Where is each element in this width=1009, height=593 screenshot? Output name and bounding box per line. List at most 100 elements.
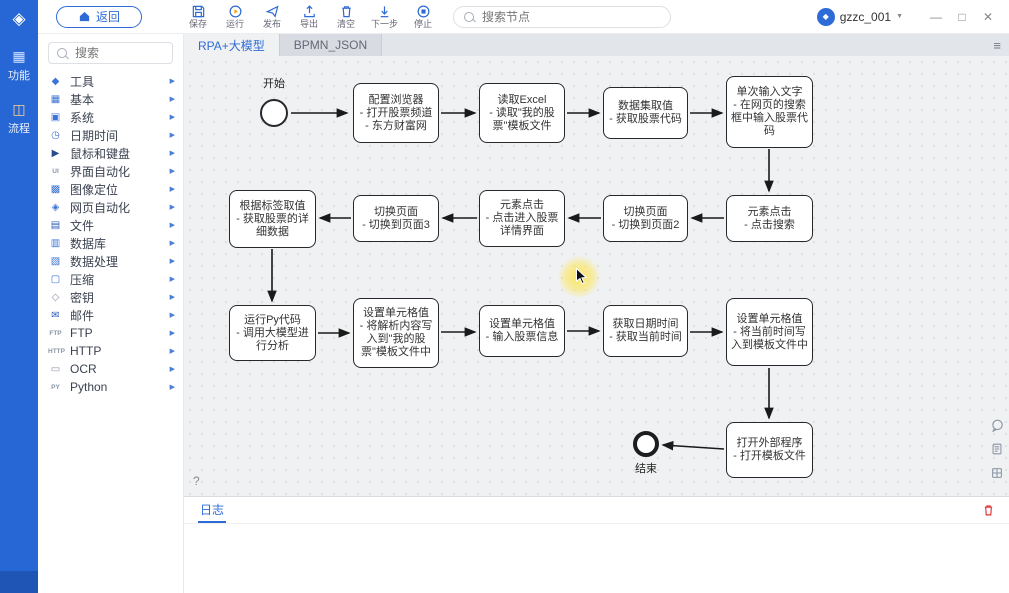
app-logo-icon: ◈ [6, 6, 32, 32]
flow-node-get-datetime[interactable]: 获取日期时间- 获取当前时间 [603, 305, 688, 357]
sidebar-item-ocr[interactable]: ▭OCR▶ [38, 360, 183, 378]
end-node[interactable] [633, 431, 659, 457]
sidebar-item-file[interactable]: ▤文件▶ [38, 216, 183, 234]
home-icon [78, 10, 91, 23]
flow-node-click-detail[interactable]: 元素点击- 点击进入股票详情界面 [479, 190, 565, 247]
image-locate-icon: ▩ [48, 184, 63, 195]
flow-node-get-by-tag[interactable]: 根据标签取值- 获取股票的详细数据 [229, 190, 316, 248]
sidebar-item-compress[interactable]: ▢压缩▶ [38, 270, 183, 288]
flow-node-input-text[interactable]: 单次输入文字- 在网页的搜索框中输入股票代码 [726, 76, 813, 148]
python-icon: PY [48, 384, 63, 391]
chevron-right-icon: ▶ [170, 365, 175, 373]
clear-label: 清空 [337, 20, 355, 29]
sidebar-item-ftp[interactable]: FTPFTP▶ [38, 324, 183, 342]
sidebar-item-http[interactable]: HTTPHTTP▶ [38, 342, 183, 360]
palette-search-input[interactable] [73, 45, 164, 61]
rail-item-features[interactable]: ▦ 功能 [8, 48, 30, 83]
next-step-button[interactable]: 下一步 [371, 4, 398, 29]
chevron-right-icon: ▶ [170, 329, 175, 337]
minimize-button[interactable]: — [923, 10, 949, 24]
sidebar-item-tools[interactable]: ◆工具▶ [38, 72, 183, 90]
outline-icon[interactable]: ≡ [993, 34, 1009, 56]
chevron-right-icon: ▶ [170, 293, 175, 301]
run-button[interactable]: 运行 [223, 4, 247, 29]
ftp-icon: FTP [48, 330, 63, 337]
web-automation-icon: ◈ [48, 202, 63, 213]
trash-icon[interactable] [982, 503, 995, 517]
flow-node-read-excel[interactable]: 读取Excel- 读取"我的股票"模板文件 [479, 83, 565, 143]
category-list: ◆工具▶ ▦基本▶ ▣系统▶ ◷日期时间▶ ▶鼠标和键盘▶ UI界面自动化▶ ▩… [38, 70, 183, 593]
sidebar-item-system[interactable]: ▣系统▶ [38, 108, 183, 126]
chevron-right-icon: ▶ [170, 203, 175, 211]
publish-icon [265, 4, 280, 19]
chat-bubble-icon[interactable] [988, 416, 1006, 434]
sidebar-item-python[interactable]: PYPython▶ [38, 378, 183, 396]
chevron-right-icon: ▶ [170, 257, 175, 265]
sidebar-item-basic[interactable]: ▦基本▶ [38, 90, 183, 108]
sidebar-item-mouse-keyboard[interactable]: ▶鼠标和键盘▶ [38, 144, 183, 162]
notes-panel-icon[interactable] [988, 440, 1006, 458]
flow-node-dataset-value[interactable]: 数据集取值- 获取股票代码 [603, 87, 688, 139]
sidebar-item-database[interactable]: ▥数据库▶ [38, 234, 183, 252]
stop-button[interactable]: 停止 [411, 4, 435, 29]
sidebar-item-mail[interactable]: ✉邮件▶ [38, 306, 183, 324]
click-halo [558, 256, 600, 298]
rail-item-flow[interactable]: ◫ 流程 [8, 101, 30, 136]
sidebar-item-ui-automation[interactable]: UI界面自动化▶ [38, 162, 183, 180]
help-button[interactable]: ? [193, 474, 200, 488]
palette-search [48, 42, 173, 64]
node-palette-sidebar: ◆工具▶ ▦基本▶ ▣系统▶ ◷日期时间▶ ▶鼠标和键盘▶ UI界面自动化▶ ▩… [38, 34, 184, 593]
user-menu[interactable]: ◆ gzzc_001 ▼ [817, 8, 903, 26]
flow-node-click-search[interactable]: 元素点击- 点击搜索 [726, 195, 813, 242]
tab-rpa-model[interactable]: RPA+大模型 [184, 34, 280, 56]
features-icon: ▦ [12, 48, 25, 65]
save-button[interactable]: 保存 [186, 4, 210, 29]
nav-rail: ◈ ▦ 功能 ◫ 流程 [0, 0, 38, 593]
chevron-down-icon: ▼ [896, 13, 903, 20]
end-label: 结束 [626, 460, 666, 476]
start-node[interactable] [260, 99, 288, 127]
close-button[interactable]: ✕ [975, 10, 1001, 24]
search-icon [57, 48, 67, 58]
flow-icon: ◫ [12, 101, 25, 118]
stop-label: 停止 [414, 20, 432, 29]
publish-button[interactable]: 发布 [260, 4, 284, 29]
clear-button[interactable]: 清空 [334, 4, 358, 29]
flow-node-switch-page-2[interactable]: 切换页面- 切换到页面2 [603, 195, 688, 242]
chevron-right-icon: ▶ [170, 383, 175, 391]
tab-bpmn-json[interactable]: BPMN_JSON [280, 34, 382, 56]
sidebar-item-image-locate[interactable]: ▩图像定位▶ [38, 180, 183, 198]
database-icon: ▥ [48, 238, 63, 249]
http-icon: HTTP [48, 348, 63, 355]
flow-canvas[interactable]: 开始 配置浏览器- 打开股票频道 - 东方财富网 读取Excel- 读取"我的股… [184, 56, 1009, 496]
chevron-right-icon: ▶ [170, 311, 175, 319]
maximize-button[interactable]: □ [949, 10, 975, 24]
tab-log[interactable]: 日志 [198, 498, 226, 523]
export-icon [302, 4, 317, 19]
stop-icon [416, 4, 431, 19]
chevron-right-icon: ▶ [170, 275, 175, 283]
sidebar-item-datetime[interactable]: ◷日期时间▶ [38, 126, 183, 144]
flow-node-set-cell-info[interactable]: 设置单元格值- 输入股票信息 [479, 305, 565, 357]
flow-node-set-cell-time[interactable]: 设置单元格值- 将当前时间写入到模板文件中 [726, 298, 813, 366]
flow-node-switch-page-3[interactable]: 切换页面- 切换到页面3 [353, 195, 439, 242]
search-icon [464, 12, 474, 22]
node-search-input[interactable] [480, 9, 660, 25]
run-icon [228, 4, 243, 19]
chevron-right-icon: ▶ [170, 347, 175, 355]
flow-node-open-program[interactable]: 打开外部程序- 打开模板文件 [726, 422, 813, 478]
clear-icon [339, 4, 354, 19]
sidebar-item-key[interactable]: ◇密钥▶ [38, 288, 183, 306]
flow-node-configure-browser[interactable]: 配置浏览器- 打开股票频道 - 东方财富网 [353, 83, 439, 143]
node-search [453, 6, 671, 28]
ocr-icon: ▭ [48, 364, 63, 375]
sidebar-item-web-automation[interactable]: ◈网页自动化▶ [38, 198, 183, 216]
flow-node-set-cell-analysis[interactable]: 设置单元格值- 将解析内容写入到"我的股票"模板文件中 [353, 298, 439, 368]
export-button[interactable]: 导出 [297, 4, 321, 29]
back-button[interactable]: 返回 [56, 6, 142, 28]
clear-screen-icon[interactable] [988, 464, 1006, 482]
sidebar-item-data-processing[interactable]: ▧数据处理▶ [38, 252, 183, 270]
toolbar-buttons: 保存 运行 发布 导出 清空 [186, 4, 435, 29]
log-header: 日志 [184, 497, 1009, 524]
flow-node-run-py[interactable]: 运行Py代码- 调用大模型进行分析 [229, 305, 316, 361]
